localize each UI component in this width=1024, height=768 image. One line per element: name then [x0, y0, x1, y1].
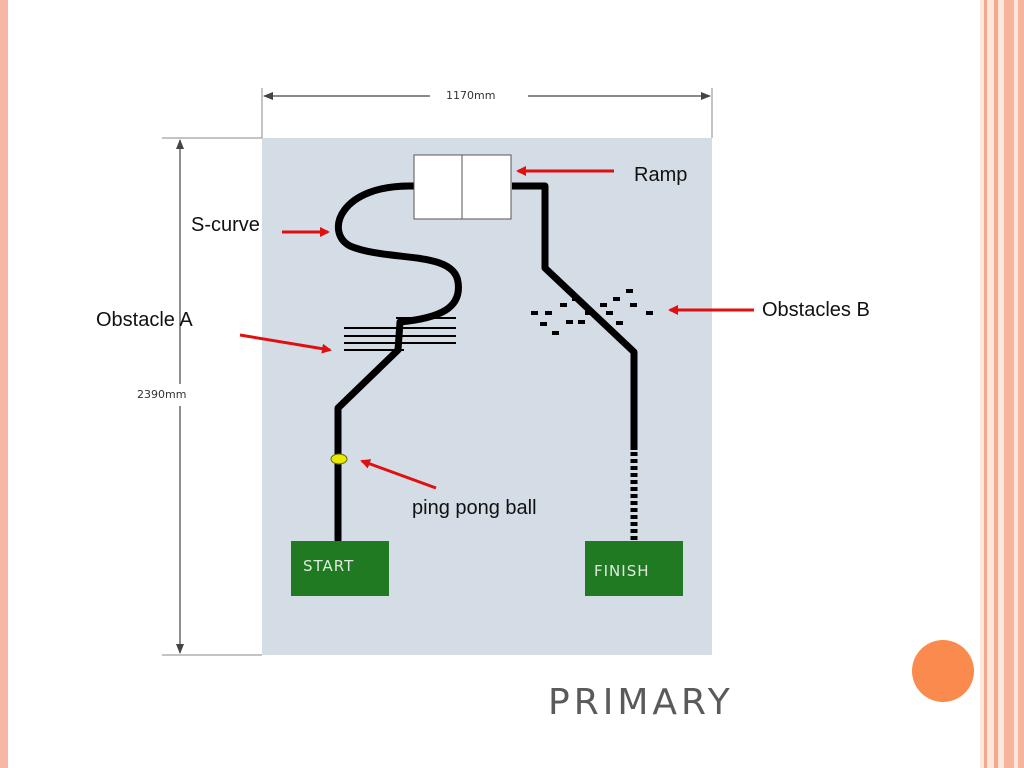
s-curve-track	[334, 182, 462, 544]
s-curve-label: S-curve	[191, 214, 260, 236]
finish-box	[585, 541, 683, 596]
right-border-stripe	[984, 0, 987, 768]
right-border-stripe	[1018, 0, 1024, 768]
finish-label: FINISH	[594, 562, 650, 580]
ball-arrow	[360, 459, 437, 490]
ramp-label: Ramp	[634, 164, 688, 186]
start-label: START	[303, 557, 355, 575]
obstacle-a-arrow	[239, 333, 332, 354]
accent-circle	[912, 640, 974, 702]
obstacles-b	[531, 289, 653, 335]
height-label: 2390mm	[137, 388, 187, 401]
start-box	[291, 541, 389, 596]
width-label: 1170mm	[446, 89, 496, 102]
finish-track	[512, 182, 638, 450]
right-border-stripe	[980, 0, 1024, 768]
right-border-stripe	[994, 0, 998, 768]
height-dimension	[162, 137, 262, 656]
obstacle-a	[344, 317, 456, 351]
ball-label: ping pong ball	[412, 497, 537, 519]
ramp	[413, 154, 512, 220]
primary-heading: PRIMARY	[548, 682, 734, 723]
ping-pong-ball	[330, 453, 348, 465]
obstacles-b-label: Obstacles B	[762, 299, 870, 321]
left-border-stripe	[0, 0, 8, 768]
width-dimension	[261, 88, 713, 138]
obstacle-a-label: Obstacle A	[96, 309, 193, 331]
right-border-stripe	[1004, 0, 1014, 768]
